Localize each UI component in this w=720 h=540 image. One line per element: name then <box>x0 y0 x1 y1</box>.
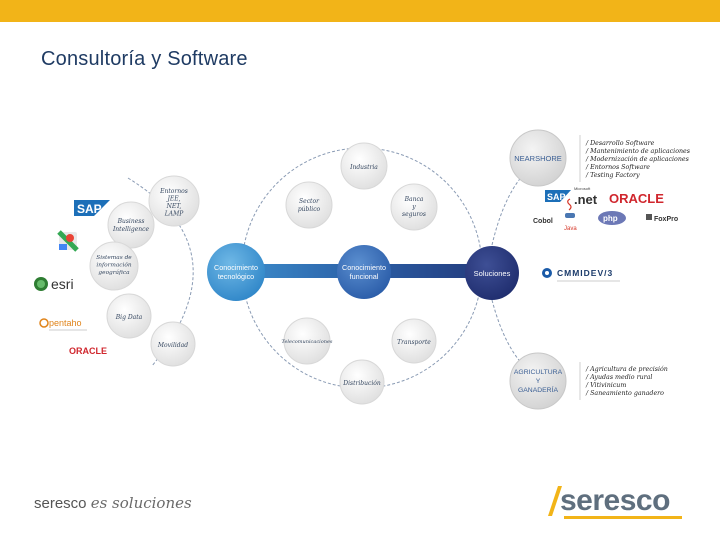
node-nearshore: NEARSHORE <box>509 129 567 187</box>
svg-text:Soluciones: Soluciones <box>474 269 511 278</box>
bubble-telecomunicaciones: Telecomunicaciones <box>282 317 333 365</box>
svg-text:Java: Java <box>564 226 577 232</box>
svg-text:ORACLE: ORACLE <box>69 346 107 356</box>
footer-tagline: seresco es soluciones <box>34 494 192 512</box>
php-logo: php <box>598 211 626 225</box>
java-logo: Java <box>564 198 577 232</box>
esri-logo: esri <box>34 276 74 292</box>
svg-text:/ Mantenimiento de aplicacione: / Mantenimiento de aplicaciones <box>585 148 691 155</box>
sap-logo-right: SAP <box>545 190 571 202</box>
bubble-transporte: Transporte <box>391 318 437 364</box>
svg-text:Transporte: Transporte <box>397 339 431 346</box>
svg-text:/ Entornos Software: / Entornos Software <box>585 164 650 171</box>
logo-wordmark: seresco <box>560 484 670 517</box>
svg-text:Cobol: Cobol <box>533 218 553 225</box>
svg-text:Telecomunicaciones: Telecomunicaciones <box>282 339 333 345</box>
top-accent-bar <box>0 0 720 22</box>
svg-text:Industria: Industria <box>349 164 378 171</box>
svg-text:Microsoft: Microsoft <box>574 186 591 191</box>
footer-tagline-text: es soluciones <box>90 494 192 512</box>
oracle-logo-right: ORACLE <box>609 191 664 206</box>
svg-text:ORACLE: ORACLE <box>609 191 664 206</box>
pentaho-logo: pentaho <box>39 318 87 331</box>
svg-text:Distribución: Distribución <box>342 380 381 387</box>
bubble-movilidad: Movilidad <box>150 321 196 367</box>
cobol-logo: Cobol <box>533 218 553 225</box>
svg-text:esri: esri <box>51 276 74 292</box>
svg-text:/ Saneamiento ganadero: / Saneamiento ganadero <box>585 390 664 397</box>
svg-text:/ Desarrollo Software: / Desarrollo Software <box>585 140 655 147</box>
svg-text:/ Modernización de aplicacione: / Modernización de aplicaciones <box>585 156 690 163</box>
maps-logo <box>57 230 79 252</box>
cmmi-logo: CMMIDEV/3 <box>542 268 620 282</box>
svg-text:NEARSHORE: NEARSHORE <box>514 154 562 163</box>
svg-text:/ Ayudas medio rural: / Ayudas medio rural <box>585 374 652 381</box>
svg-text:CMMIDEV/3: CMMIDEV/3 <box>557 268 613 278</box>
node-soluciones: Soluciones <box>465 246 519 300</box>
seresco-logo: seresco <box>546 478 686 522</box>
svg-text:SAP: SAP <box>77 202 102 216</box>
svg-text:SAP: SAP <box>547 192 566 202</box>
svg-text:.net: .net <box>574 192 598 207</box>
slide-title: Consultoría y Software <box>41 48 248 70</box>
bubble-big-data: Big Data <box>106 293 152 339</box>
svg-text:pentaho: pentaho <box>49 318 82 328</box>
svg-text:Movilidad: Movilidad <box>157 342 188 349</box>
logo-underline <box>564 516 682 519</box>
svg-text:Big Data: Big Data <box>115 314 143 321</box>
svg-text:FoxPro: FoxPro <box>654 216 678 223</box>
agricultura-list: / Agricultura de precisión / Ayudas medi… <box>579 362 668 400</box>
svg-text:/ Vitivinicum: / Vitivinicum <box>585 382 626 389</box>
bubble-industria: Industria <box>340 142 388 190</box>
svg-text:/ Testing Factory: / Testing Factory <box>585 172 640 179</box>
logo-slash-icon <box>548 486 562 516</box>
sap-logo-left: SAP <box>74 200 110 216</box>
foxpro-logo: FoxPro <box>646 214 678 223</box>
svg-text:php: php <box>603 214 618 223</box>
nearshore-list: / Desarrollo Software / Mantenimiento de… <box>579 135 691 182</box>
dotnet-logo: Microsoft .net <box>574 186 598 207</box>
svg-text:/ Agricultura de precisión: / Agricultura de precisión <box>585 366 668 373</box>
bubble-distribucion: Distribución <box>339 359 385 405</box>
footer-brand: seresco <box>34 495 87 512</box>
oracle-logo-left: ORACLE <box>69 346 107 356</box>
